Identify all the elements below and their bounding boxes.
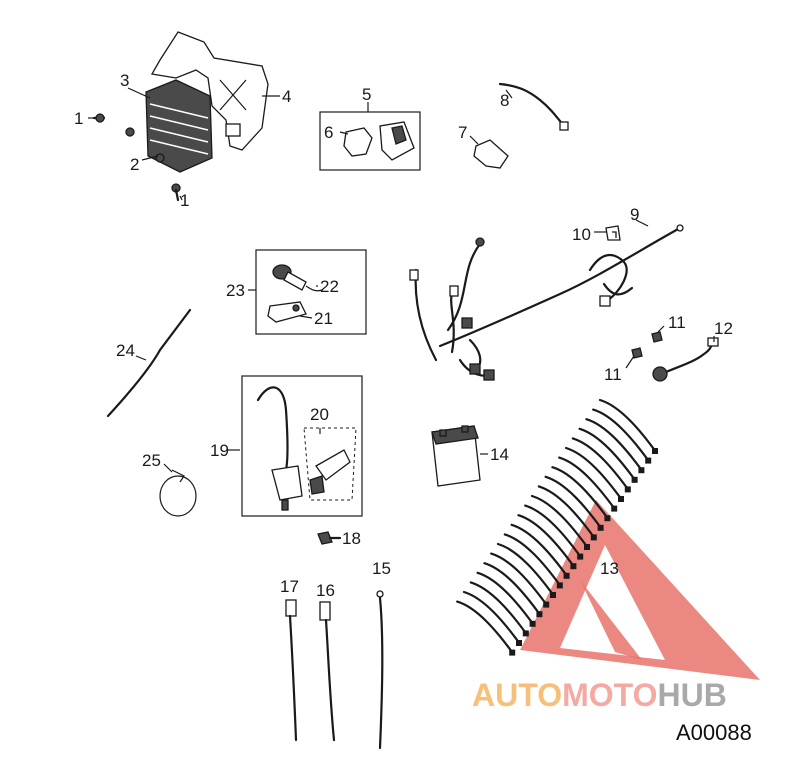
callout-8: 8	[500, 91, 509, 110]
callout-6: 6	[324, 123, 333, 142]
bundle-wire	[544, 475, 604, 531]
box-19	[241, 375, 363, 517]
lead-wire-17	[285, 599, 298, 742]
callout-1a: 1	[74, 109, 83, 128]
callout-3: 3	[120, 71, 129, 90]
callout-7: 7	[458, 123, 467, 142]
main-wire-harness	[409, 224, 684, 381]
battery-14	[431, 425, 481, 487]
callout-1b: 1	[180, 191, 189, 210]
watermark-brand: AUTOMOTOHUB	[472, 677, 727, 713]
bundle-wire	[524, 504, 584, 560]
bundle-wire	[558, 456, 618, 512]
brand-hub: HUB	[657, 677, 726, 713]
bundle-wire	[496, 542, 556, 598]
callout-24: 24	[116, 341, 135, 360]
wire-bundle-13	[456, 398, 658, 656]
callout-20: 20	[310, 405, 329, 424]
callout-11a: 11	[668, 313, 686, 332]
callout-19: 19	[210, 441, 229, 460]
lead-wire-8	[498, 82, 569, 131]
bundle-wire	[483, 562, 543, 618]
bundle-wire	[598, 398, 658, 454]
bundle-wire	[592, 408, 652, 464]
bundle-wire	[537, 485, 597, 541]
callout-11b: 11	[604, 365, 622, 384]
regulator-rectifier	[145, 79, 213, 173]
bundle-wire	[510, 523, 570, 579]
nut-11a	[651, 331, 663, 343]
watermark-logo-icon	[520, 500, 760, 680]
callout-23: 23	[226, 281, 245, 300]
callout-13: 13	[600, 559, 619, 578]
callout-9: 9	[630, 205, 639, 224]
callout-14: 14	[490, 445, 509, 464]
switch-22	[272, 264, 323, 292]
diagram-code: A00088	[676, 720, 752, 745]
box-5	[319, 111, 421, 171]
bundle-wire	[476, 571, 536, 627]
ignition-coil-19	[256, 386, 303, 511]
bundle-wire	[462, 590, 522, 646]
cable-tie-25	[159, 469, 197, 517]
lead-wire-15	[376, 590, 384, 750]
relay-6	[343, 121, 415, 161]
sensor-12	[652, 337, 719, 382]
callout-12: 12	[714, 319, 733, 338]
nut-11b	[631, 347, 643, 359]
bundle-wire	[585, 418, 645, 474]
callout-4: 4	[282, 87, 291, 106]
svg-text:AUTOMOTOHUB: AUTOMOTOHUB	[472, 677, 727, 713]
callout-16: 16	[316, 581, 335, 600]
callout-labels: 1 1 2 3 4 5 6 7 8 9 10 11 11 12 13 14 15…	[74, 71, 733, 600]
bundle-wire	[551, 466, 611, 522]
leader-lines	[88, 87, 715, 539]
brand-moto: MOTO	[562, 677, 657, 713]
tube-24	[106, 308, 192, 418]
callout-2: 2	[130, 155, 139, 174]
plug-cap-20	[303, 427, 357, 501]
bracket-21	[267, 301, 307, 323]
callout-17: 17	[280, 577, 299, 596]
bundle-wire	[578, 427, 638, 483]
bolt-1b	[171, 183, 181, 202]
bundle-wire	[517, 514, 577, 570]
bundle-wire	[571, 437, 631, 493]
bundle-wire	[530, 494, 590, 550]
bundle-wire	[503, 533, 563, 589]
bundle-wire	[490, 552, 550, 608]
mounting-bracket	[150, 31, 269, 151]
callout-21: 21	[314, 309, 333, 328]
callout-25: 25	[142, 451, 161, 470]
brand-auto: AUTO	[472, 677, 562, 713]
callout-5: 5	[362, 85, 371, 104]
box-23	[255, 249, 367, 335]
connector-7	[473, 139, 509, 169]
callout-22: 22	[320, 277, 339, 296]
clip-10	[605, 225, 621, 241]
callout-18: 18	[342, 529, 361, 548]
callout-15: 15	[372, 559, 391, 578]
callout-10: 10	[572, 225, 591, 244]
bundle-wire	[469, 581, 529, 637]
bundle-wire	[564, 446, 624, 502]
bundle-wire	[456, 600, 516, 656]
lead-wire-16	[319, 601, 336, 742]
